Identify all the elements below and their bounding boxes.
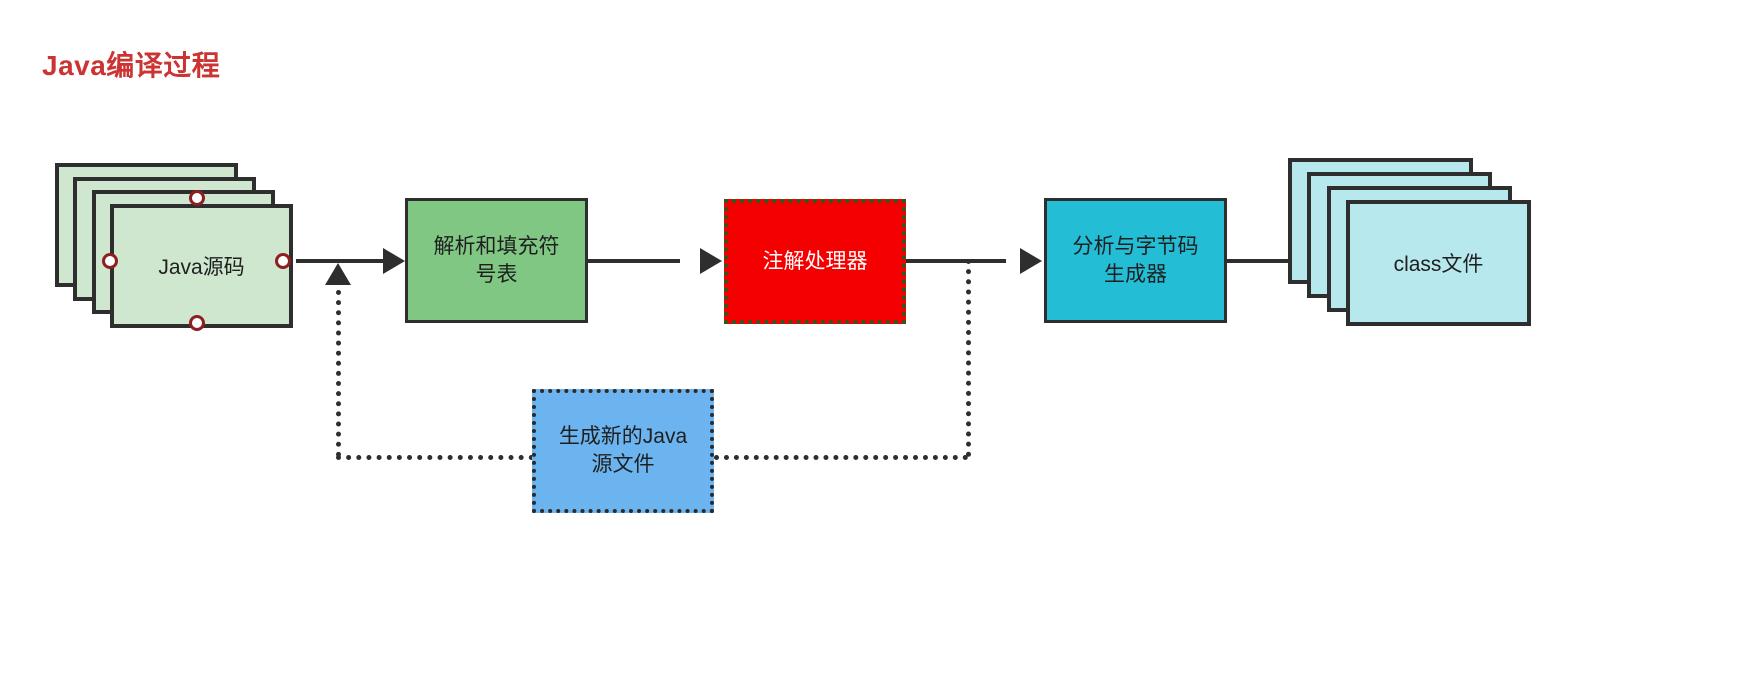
node-java-source-stack[interactable]: Java源码 (55, 163, 295, 328)
selection-handle-left[interactable] (102, 253, 118, 269)
arrowhead-annotation-to-bytecode (1020, 248, 1042, 274)
page-title: Java编译过程 (42, 50, 221, 81)
arrowhead-newsource-to-parse (325, 263, 351, 285)
connector-newsource-to-parse-horizontal (336, 455, 534, 460)
connector-annotation-to-newsource-horizontal (714, 455, 968, 460)
class-sheet-front: class文件 (1346, 200, 1531, 326)
connector-annotation-to-newsource-vertical (966, 259, 971, 457)
node-analysis-and-bytecode-generator[interactable]: 分析与字节码 生成器 (1044, 198, 1227, 323)
selection-handle-bottom[interactable] (189, 315, 205, 331)
connector-parse-to-annotation (588, 259, 680, 263)
connector-annotation-to-bytecode (906, 259, 1006, 263)
node-class-file-stack[interactable]: class文件 (1288, 158, 1533, 328)
document-sheet-front: Java源码 (110, 204, 293, 328)
connector-source-to-parse (296, 259, 386, 263)
node-generate-new-java-source-file[interactable]: 生成新的Java 源文件 (532, 389, 714, 513)
arrowhead-source-to-parse (383, 248, 405, 274)
selection-handle-right[interactable] (275, 253, 291, 269)
node-parse-and-fill-symbol-table[interactable]: 解析和填充符 号表 (405, 198, 588, 323)
connector-bytecode-to-classfile (1227, 259, 1315, 263)
connector-newsource-to-parse-vertical (336, 290, 341, 457)
arrowhead-parse-to-annotation (700, 248, 722, 274)
node-annotation-processor[interactable]: 注解处理器 (724, 199, 906, 324)
selection-handle-top[interactable] (189, 190, 205, 206)
